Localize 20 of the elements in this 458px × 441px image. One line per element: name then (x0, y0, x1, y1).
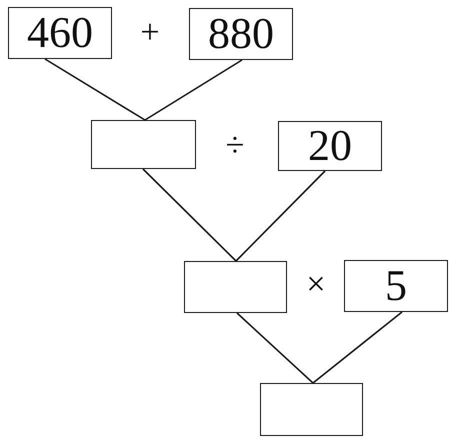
connector-line (44, 58, 146, 121)
number: 20 (308, 124, 352, 168)
number-box (8, 7, 112, 59)
connector-line (235, 170, 326, 262)
number: 460 (27, 11, 93, 55)
connector-line (142, 168, 237, 262)
number-box (189, 8, 293, 60)
connector-line (144, 59, 242, 121)
answer-box (184, 261, 287, 313)
number-box (344, 260, 448, 312)
answer-box (260, 383, 363, 436)
number: 5 (385, 264, 407, 308)
operator-symbol: + (140, 16, 160, 50)
number: 880 (208, 12, 274, 56)
number-box (278, 121, 382, 171)
operator-symbol: × (306, 268, 326, 302)
connector-line (312, 311, 402, 384)
answer-box (91, 120, 196, 169)
connector-line (236, 312, 314, 384)
operator-symbol: ÷ (226, 129, 244, 163)
